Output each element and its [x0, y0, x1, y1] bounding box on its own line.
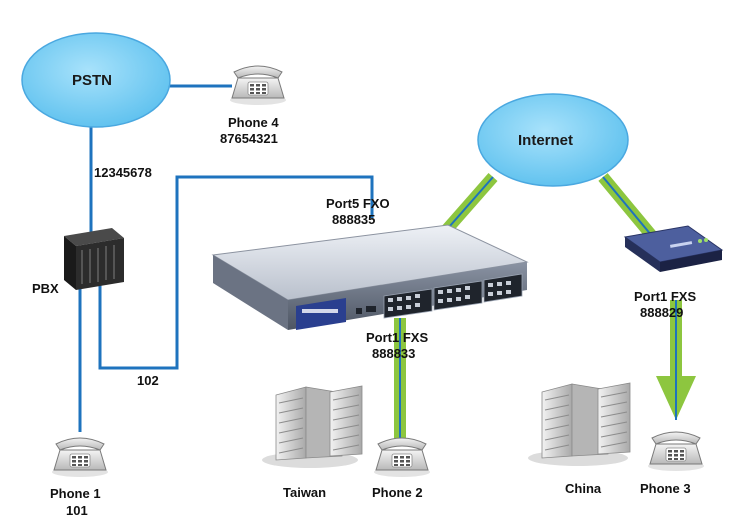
ata-port1-fxs-number: 888829 — [640, 305, 684, 320]
ata-port1-fxs-name: Port1 FXS — [634, 289, 697, 304]
phone4-name: Phone 4 — [228, 115, 279, 130]
china-building-icon — [528, 382, 631, 466]
taiwan-building-icon — [262, 385, 363, 468]
china-label: China — [565, 481, 602, 496]
voip-gateway-device — [211, 224, 529, 330]
phone3-name: Phone 3 — [640, 481, 691, 496]
phone1-name: Phone 1 — [50, 486, 101, 501]
internet-cloud — [477, 93, 629, 187]
pbx-label: PBX — [32, 281, 59, 296]
phone4-icon — [229, 65, 287, 106]
phone2-name: Phone 2 — [372, 485, 423, 500]
phone1-icon — [51, 437, 109, 478]
wired-connections — [78, 84, 374, 432]
port5-fxo-number: 888835 — [332, 212, 376, 227]
pstn-cloud — [21, 32, 171, 128]
ata-device — [623, 225, 724, 272]
phone3-icon — [647, 431, 705, 472]
pbx-device — [64, 228, 124, 290]
pstn-number: 12345678 — [94, 165, 152, 180]
pstn-label: PSTN — [72, 72, 113, 89]
pbx-102-line — [98, 175, 374, 370]
ext-102-label: 102 — [137, 373, 159, 388]
gateway-port1-fxs-number: 888833 — [372, 346, 416, 361]
phone2-icon — [373, 437, 431, 478]
phone1-ext: 101 — [66, 503, 88, 518]
network-links — [394, 173, 696, 440]
taiwan-label: Taiwan — [283, 485, 327, 500]
phone4-number: 87654321 — [220, 131, 278, 146]
port5-fxo-name: Port5 FXO — [326, 196, 390, 211]
gateway-port1-fxs-name: Port1 FXS — [366, 330, 429, 345]
internet-label: Internet — [518, 132, 574, 149]
